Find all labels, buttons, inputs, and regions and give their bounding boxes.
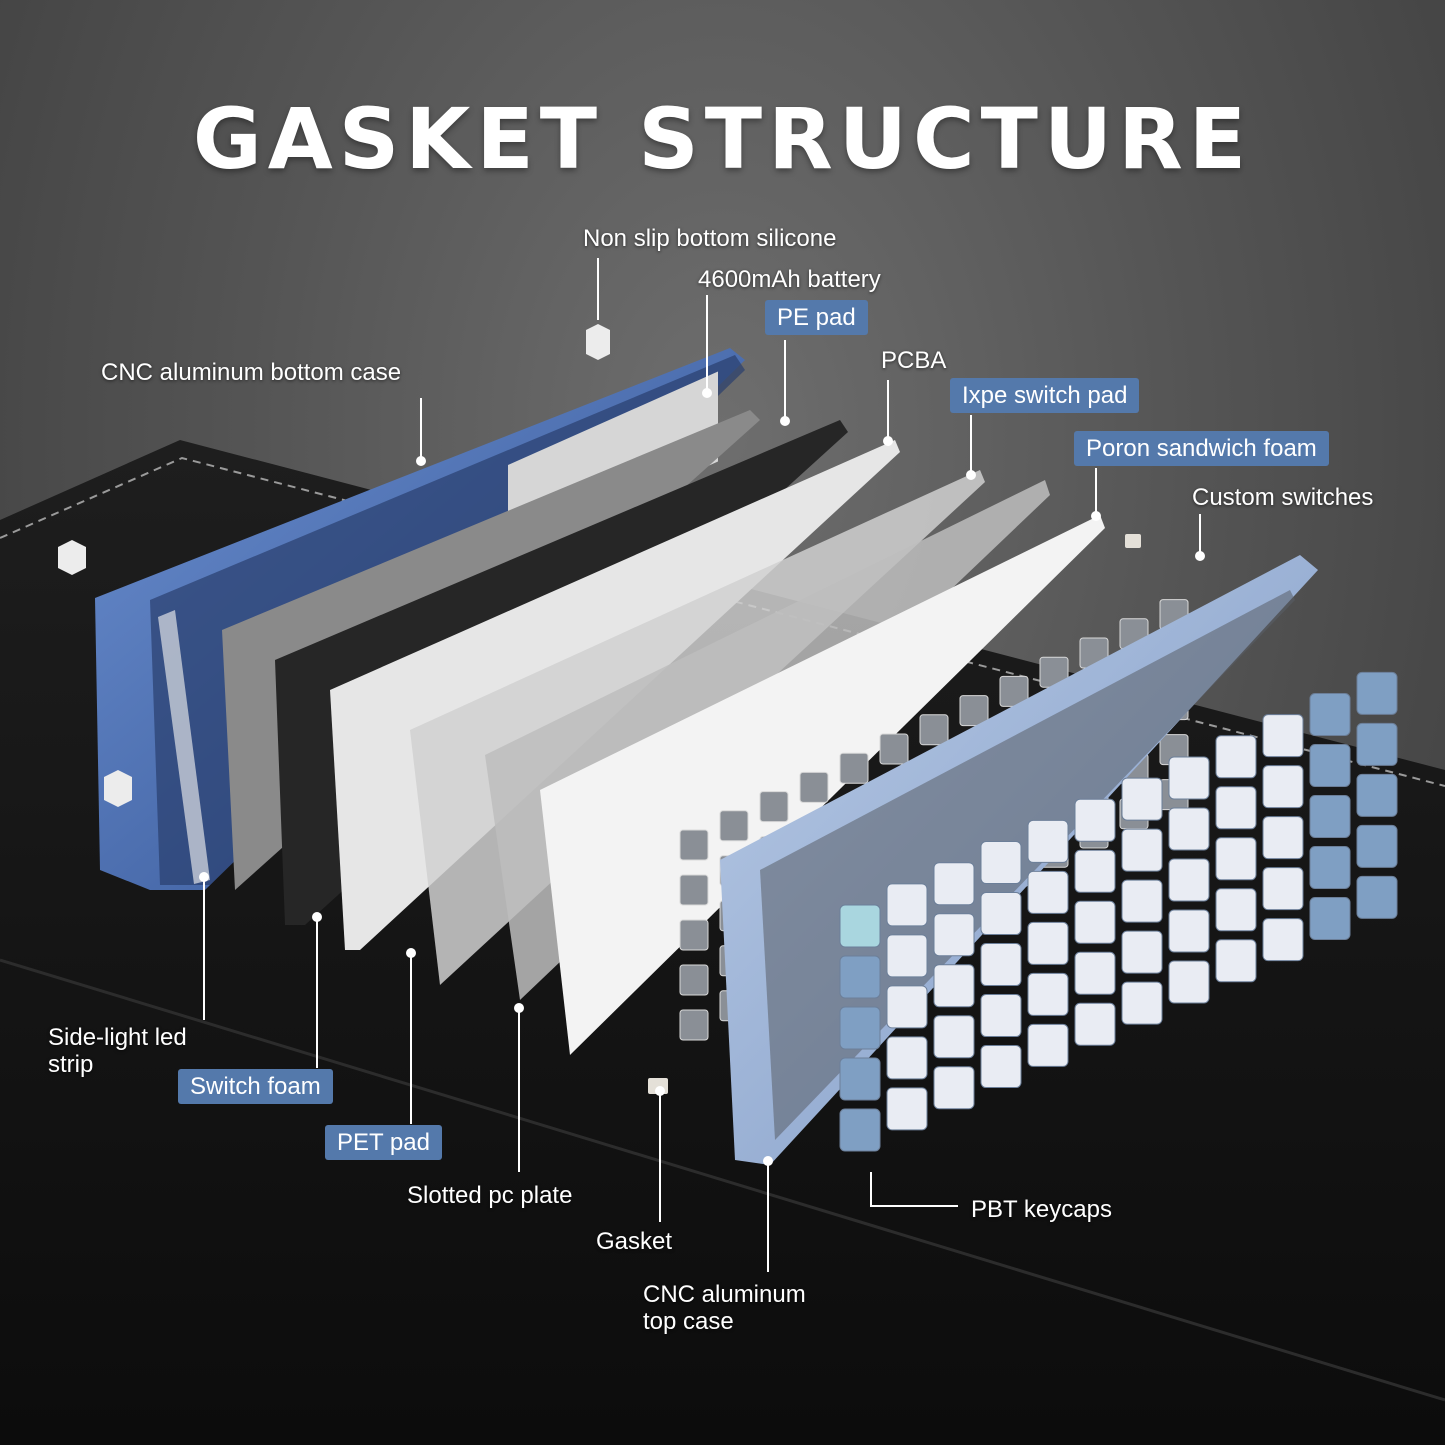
keycap: [1262, 867, 1304, 911]
leader-lines: [199, 258, 1205, 1272]
keycap: [1262, 816, 1304, 860]
keycap: [1309, 795, 1351, 838]
switch: [679, 919, 709, 951]
keycap: [1074, 1002, 1116, 1046]
keycap: [839, 1057, 881, 1101]
keycap: [933, 1066, 975, 1110]
keycap: [886, 934, 928, 978]
keycap: [1027, 921, 1069, 965]
keycap: [1215, 888, 1257, 932]
keycap: [980, 994, 1022, 1038]
keycap: [1027, 819, 1069, 863]
keycap: [1121, 828, 1163, 872]
page-title: GASKET STRUCTURE: [192, 90, 1253, 188]
label-slotted-pc-plate: Slotted pc plate: [407, 1182, 573, 1209]
keycap: [1168, 858, 1210, 902]
switch: [679, 829, 709, 861]
label-side-light-led-strip: Side-light led strip: [48, 1024, 187, 1078]
keycap: [980, 943, 1022, 987]
keycap: [1309, 846, 1351, 889]
keycap: [1074, 900, 1116, 944]
keycap: [980, 1045, 1022, 1089]
keycap: [886, 883, 928, 927]
desk-mat-edge: [0, 958, 1445, 1402]
keycap: [980, 892, 1022, 936]
label-pet-pad: PET pad: [325, 1125, 442, 1160]
keycap: [1262, 714, 1304, 758]
keycap: [1121, 981, 1163, 1025]
keycap: [933, 1015, 975, 1059]
label-switch-foam: Switch foam: [178, 1069, 333, 1104]
switch: [679, 1009, 709, 1041]
keycap: [1356, 875, 1398, 919]
keycap: [1356, 773, 1398, 817]
keycap: [1309, 693, 1351, 736]
keycap: [1356, 824, 1398, 868]
keycap: [1168, 960, 1210, 1004]
keycap: [1356, 671, 1398, 715]
label-ixpe-switch-pad: Ixpe switch pad: [950, 378, 1140, 413]
label-pbt-keycaps: PBT keycaps: [971, 1196, 1112, 1223]
label-custom-switches: Custom switches: [1192, 484, 1374, 511]
keycap: [1215, 939, 1257, 983]
keycap: [1309, 897, 1351, 940]
switch: [919, 714, 949, 746]
keycap: [1027, 972, 1069, 1016]
keycap: [1168, 756, 1210, 800]
label-pe-pad: PE pad: [765, 300, 868, 335]
keycap: [839, 1108, 881, 1152]
label-top-case: CNC aluminum top case: [643, 1281, 806, 1335]
label-bottom-case: CNC aluminum bottom case: [101, 359, 402, 386]
keycap: [1074, 798, 1116, 842]
keycap: [1215, 735, 1257, 779]
keycap: [886, 1036, 928, 1080]
keycap: [886, 1087, 928, 1131]
keycap: [1215, 786, 1257, 830]
label-gasket: Gasket: [596, 1228, 673, 1255]
switch: [879, 733, 909, 765]
silicone-foot: [58, 540, 86, 575]
switch: [759, 791, 789, 823]
keycap: [1121, 930, 1163, 974]
keycap: [1121, 879, 1163, 923]
switch: [839, 752, 869, 784]
keycap: [980, 841, 1022, 885]
keycap: [1356, 722, 1398, 766]
switch: [959, 695, 989, 727]
side-light-strip: [158, 610, 210, 884]
keycap: [933, 862, 975, 906]
switch: [719, 810, 749, 842]
keycap: [933, 964, 975, 1008]
keycap-grid: [839, 671, 1398, 1152]
keycap: [1262, 765, 1304, 809]
silicone-foot: [586, 324, 610, 360]
switch: [799, 771, 829, 803]
keycap: [1168, 807, 1210, 851]
label-poron-sandwich-foam: Poron sandwich foam: [1074, 431, 1329, 466]
switch: [679, 964, 709, 996]
keycap: [1309, 744, 1351, 787]
keycap: [839, 1006, 881, 1050]
keycap: [1121, 777, 1163, 821]
label-pcba: PCBA: [881, 347, 947, 374]
silicone-foot: [104, 770, 132, 807]
keycap: [839, 904, 881, 948]
keycap: [1074, 849, 1116, 893]
keycap: [886, 985, 928, 1029]
gasket-piece: [1125, 534, 1141, 548]
keycap: [1074, 951, 1116, 995]
keycap: [1027, 870, 1069, 914]
label-battery: 4600mAh battery: [698, 266, 881, 293]
keycap: [933, 913, 975, 957]
label-non-slip-bottom-silicone: Non slip bottom silicone: [583, 225, 837, 252]
keycap: [1027, 1023, 1069, 1067]
keycap: [1168, 909, 1210, 953]
keycap: [839, 955, 881, 999]
switch: [679, 874, 709, 906]
keycap: [1262, 918, 1304, 962]
keycap: [1215, 837, 1257, 881]
